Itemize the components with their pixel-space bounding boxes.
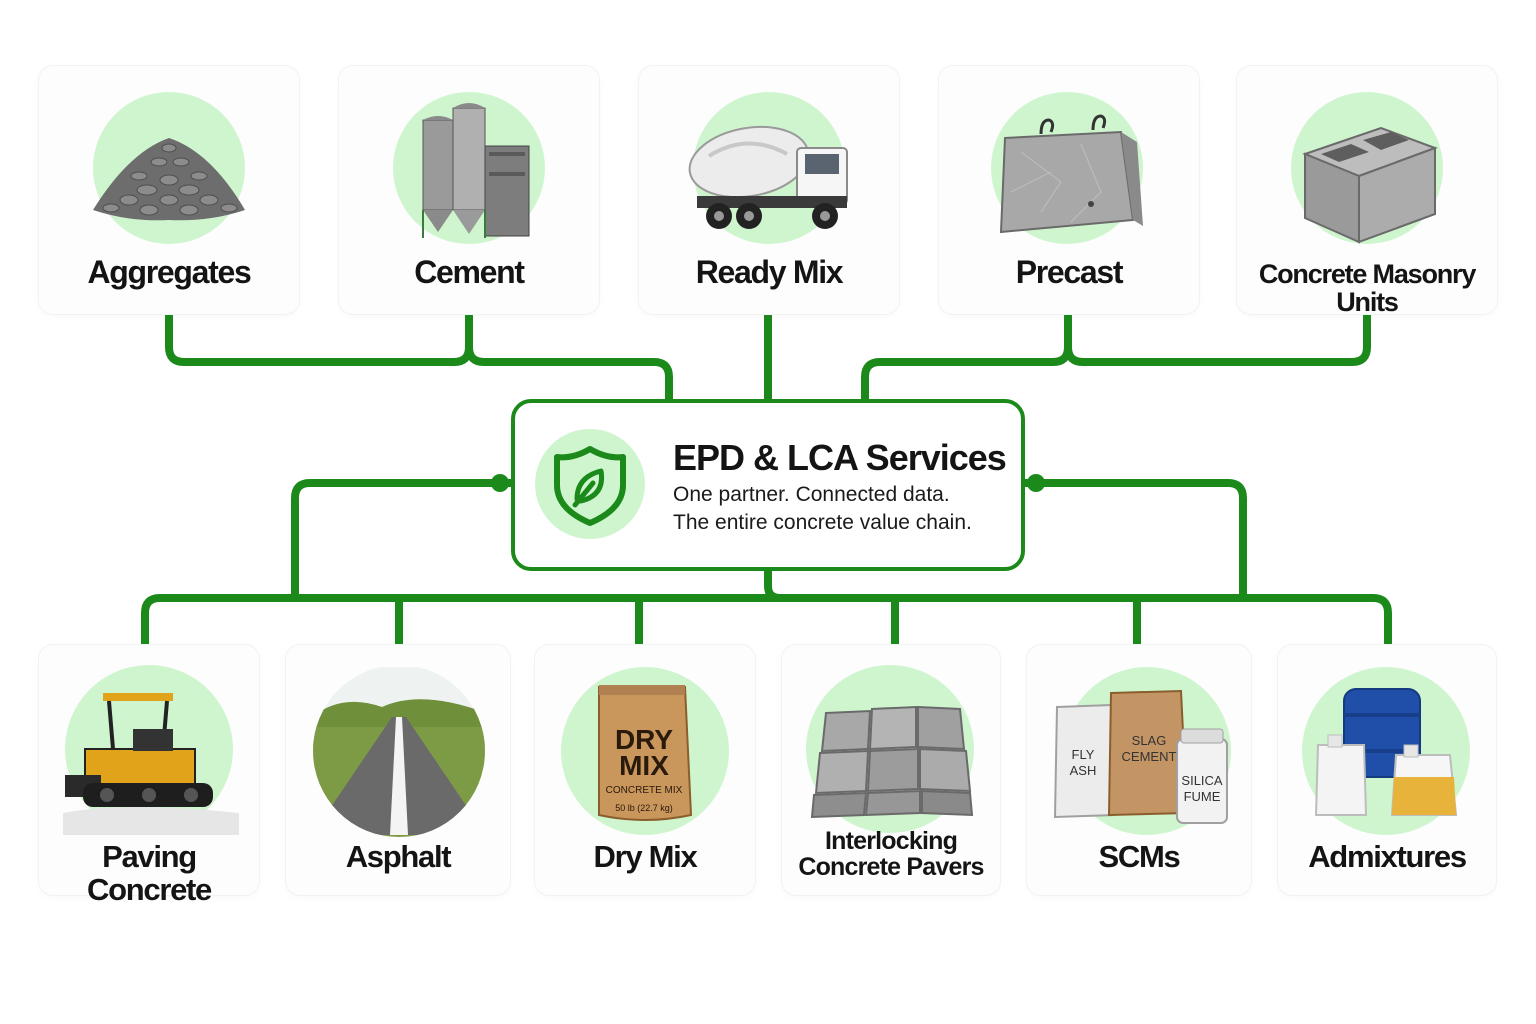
admixture-containers-icon bbox=[1302, 667, 1470, 835]
card-paving-concrete: Paving Concrete bbox=[39, 645, 259, 905]
card-concrete-masonry-units: Concrete Masonry Units bbox=[1237, 66, 1497, 318]
hub-tagline-line-2: The entire concrete value chain. bbox=[673, 511, 972, 534]
label-pavers-line-2: Concrete Pavers bbox=[798, 853, 984, 882]
scm-slag-line-1: SLAG bbox=[1132, 733, 1167, 748]
label-ready-mix: Ready Mix bbox=[695, 254, 844, 290]
hub-tagline-line-1: One partner. Connected data. bbox=[673, 483, 950, 506]
card-admixtures: Admixtures bbox=[1278, 645, 1496, 895]
dry-mix-bag-title-2: MIX bbox=[619, 750, 669, 781]
scm-bags-icon: FLY ASH SLAG CEMENT SILICA FUME bbox=[1053, 667, 1231, 835]
label-paving-concrete: Paving Concrete bbox=[87, 839, 212, 907]
connector-precast-cmu bbox=[1064, 312, 1371, 366]
scm-silica-line-2: FUME bbox=[1184, 789, 1221, 804]
card-aggregates: Aggregates bbox=[39, 66, 299, 314]
card-cement: Cement bbox=[339, 66, 599, 314]
mixer-truck-icon bbox=[688, 92, 848, 244]
connector-hub-bottom bbox=[764, 567, 784, 602]
pavers-icon bbox=[806, 665, 974, 833]
card-dry-mix: DRY MIX CONCRETE MIX 50 lb (22.7 kg) Dry… bbox=[535, 645, 755, 895]
masonry-block-icon bbox=[1291, 92, 1443, 244]
card-precast: Precast bbox=[939, 66, 1199, 314]
label-scms: SCMs bbox=[1098, 839, 1181, 874]
cement-silo-icon bbox=[393, 92, 545, 244]
card-interlocking-concrete-pavers: Interlocking Concrete Pavers bbox=[782, 645, 1000, 895]
label-cement: Cement bbox=[414, 254, 525, 290]
card-ready-mix: Ready Mix bbox=[639, 66, 899, 314]
scm-fly-ash-line-1: FLY bbox=[1072, 747, 1095, 762]
card-asphalt: Asphalt bbox=[286, 645, 510, 895]
paver-machine-icon bbox=[63, 665, 239, 835]
label-aggregates: Aggregates bbox=[87, 254, 251, 290]
gravel-pile-icon bbox=[93, 92, 245, 244]
label-dry-mix: Dry Mix bbox=[593, 839, 698, 874]
hub-title: EPD & LCA Services bbox=[673, 437, 1007, 478]
connector-right-to-hub bbox=[861, 343, 1072, 403]
label-asphalt: Asphalt bbox=[345, 839, 452, 874]
scm-silica-line-1: SILICA bbox=[1181, 773, 1223, 788]
scm-fly-ash-line-2: ASH bbox=[1070, 763, 1097, 778]
label-precast: Precast bbox=[1015, 254, 1124, 290]
dry-mix-bag-weight: 50 lb (22.7 kg) bbox=[615, 803, 673, 813]
connector-hub-left bbox=[291, 479, 515, 602]
precast-panel-icon bbox=[991, 92, 1143, 244]
connector-node-right bbox=[1027, 474, 1045, 492]
label-admixtures: Admixtures bbox=[1308, 839, 1467, 874]
connector-aggregates-cement bbox=[165, 312, 473, 366]
card-scms: FLY ASH SLAG CEMENT SILICA FUME SCMs bbox=[1027, 645, 1251, 895]
connector-node-left bbox=[491, 474, 509, 492]
label-pavers-line-1: Interlocking bbox=[824, 827, 958, 855]
label-interlocking-concrete-pavers: Interlocking Concrete Pavers bbox=[782, 828, 1000, 881]
connector-left-to-hub bbox=[465, 343, 673, 403]
connector-hub-right bbox=[1021, 479, 1247, 602]
shield-leaf-icon bbox=[535, 429, 645, 539]
dry-mix-bag-subtitle: CONCRETE MIX bbox=[606, 785, 683, 796]
connector-bottom-bus bbox=[141, 594, 1392, 647]
road-icon bbox=[313, 667, 485, 837]
hub-card: EPD & LCA Services One partner. Connecte… bbox=[511, 399, 1025, 571]
label-concrete-masonry-units: Concrete Masonry Units bbox=[1258, 259, 1477, 318]
scm-slag-line-2: CEMENT bbox=[1122, 749, 1177, 764]
dry-mix-bag-title-1: DRY bbox=[615, 724, 673, 755]
dry-mix-bag-icon: DRY MIX CONCRETE MIX 50 lb (22.7 kg) bbox=[561, 667, 729, 835]
